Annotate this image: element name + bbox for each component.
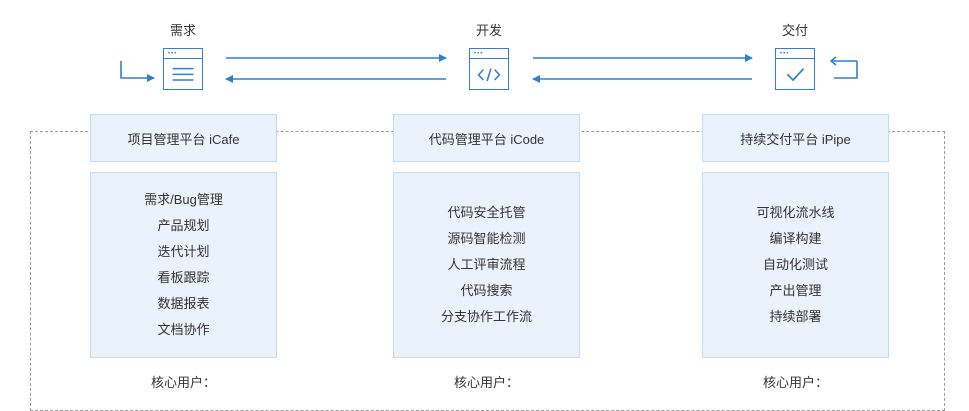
list-item: 数据报表 [157,296,210,311]
flow-arrows [120,54,858,83]
list-item: 产品规划 [157,218,210,233]
feedback-arrow-left [120,61,155,82]
checkmark-icon: ••• [775,48,815,90]
feature-list-icode: 代码安全托管 源码智能检测 人工评审流程 代码搜索 分支协作工作流 [393,172,580,358]
stage-title-development: 开发 [475,23,503,38]
stage-title-requirement: 需求 [169,23,197,38]
feature-list-icafe: 需求/Bug管理 产品规划 迭代计划 看板跟踪 数据报表 文档协作 [90,172,277,358]
document-list-icon: ••• [163,48,203,90]
core-users-label-icafe: 核心用户： [150,375,216,390]
list-item: 可视化流水线 [756,205,835,220]
list-item: 自动化测试 [762,257,828,272]
list-item: 产出管理 [769,283,822,298]
code-icon: ••• [469,48,509,90]
panel-title-ipipe: 持续交付平台 iPipe [702,114,889,162]
panel-title-icafe: 项目管理平台 iCafe [90,114,277,162]
list-item: 需求/Bug管理 [144,192,223,207]
list-item: 文档协作 [157,322,210,337]
list-item: 代码搜索 [460,283,513,298]
panel-title-icode: 代码管理平台 iCode [393,114,580,162]
core-users-label-ipipe: 核心用户： [762,375,828,390]
list-item: 看板跟踪 [157,270,210,285]
list-item: 人工评审流程 [447,257,526,272]
list-item: 迭代计划 [157,244,210,259]
list-item: 编译构建 [769,231,822,246]
feature-list-ipipe: 可视化流水线 编译构建 自动化测试 产出管理 持续部署 [702,172,889,358]
list-item: 持续部署 [769,309,822,324]
feedback-arrow-right [834,61,858,79]
list-item: 分支协作工作流 [440,309,532,324]
list-item: 代码安全托管 [447,205,526,220]
stage-title-delivery: 交付 [781,23,809,38]
list-item: 源码智能检测 [447,231,526,246]
core-users-label-icode: 核心用户： [453,375,519,390]
